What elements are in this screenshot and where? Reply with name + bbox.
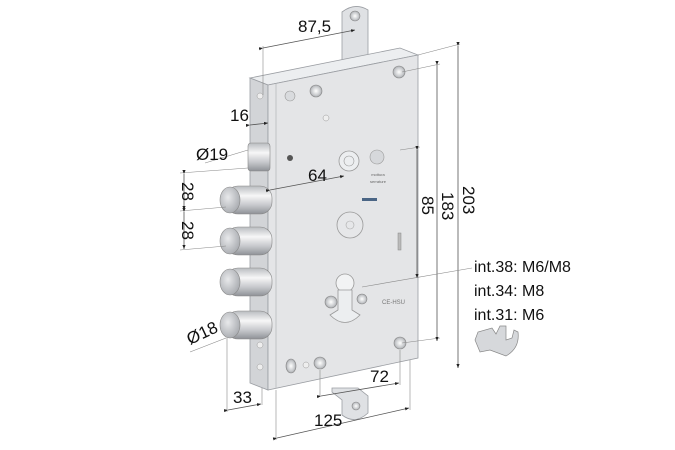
note-int-38: int.38: M6/M8 (474, 259, 571, 276)
blue-indicator (362, 198, 377, 201)
dim-125: 125 (314, 411, 342, 430)
screw-holes (256, 65, 407, 374)
dim-85: 85 (418, 196, 437, 215)
bolt-4 (219, 310, 273, 340)
model-engraving: CE-HSU (382, 300, 405, 306)
dim-64: 64 (308, 166, 327, 185)
dim-203: 203 (459, 186, 478, 214)
lock-body (248, 47, 420, 391)
note-int-31: int.31: M6 (474, 307, 544, 324)
dim-72: 72 (370, 367, 389, 386)
dim-87-5: 87,5 (298, 17, 331, 36)
dim-diameter-18: Ø18 (184, 318, 221, 349)
note-int-34: int.34: M8 (474, 283, 544, 300)
top-bolt (247, 142, 271, 172)
brand-engraving-2: serrature (370, 179, 387, 184)
dim-183: 183 (438, 192, 457, 220)
bolt-2 (219, 226, 273, 256)
dim-diameter-19: Ø19 (196, 145, 228, 164)
latch-follower: mottura serrature (336, 149, 402, 251)
spacer-clip (474, 325, 519, 357)
top-mounting-tab (341, 6, 369, 63)
cylinder-cutout: CE-HSU (329, 273, 405, 323)
brand-engraving: mottura (371, 172, 385, 177)
bolts (219, 185, 273, 340)
dimension-labels: 87,5 16 Ø19 64 28 28 85 183 203 Ø18 33 7… (178, 17, 478, 430)
dim-28-upper: 28 (178, 182, 197, 201)
thread-notes: int.38: M6/M8 int.34: M8 int.31: M6 (474, 259, 571, 324)
dim-16: 16 (230, 106, 249, 125)
bolt-3 (219, 267, 273, 297)
dim-28-lower: 28 (178, 221, 197, 240)
dimension-lines (179, 29, 473, 441)
bolt-1 (219, 185, 273, 215)
dim-33: 33 (233, 388, 252, 407)
